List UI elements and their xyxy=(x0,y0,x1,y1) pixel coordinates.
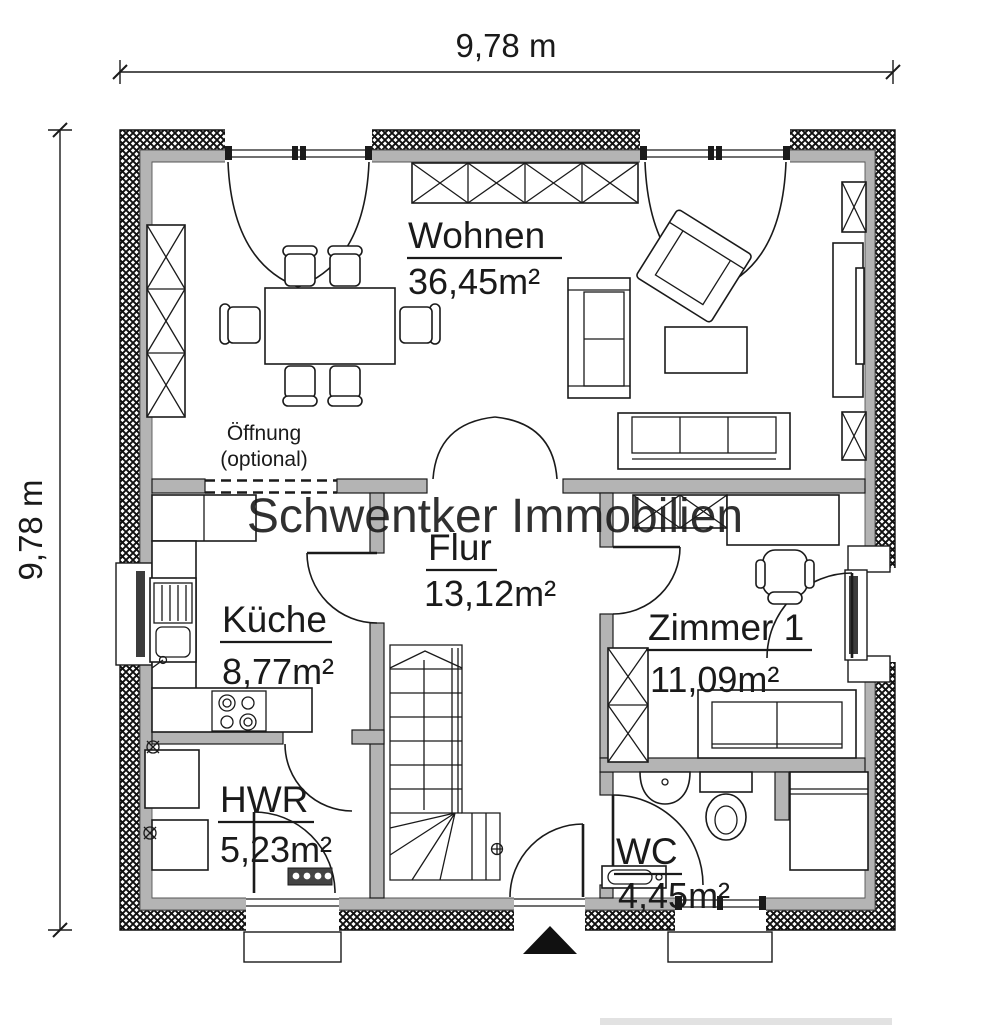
furniture-wohnen xyxy=(146,162,867,470)
room-label-kueche: Küche 8,77m² xyxy=(220,599,334,692)
sofa-two-seat xyxy=(567,277,631,399)
hwr-exterior-door-arc xyxy=(253,811,336,894)
shelf-tall xyxy=(146,224,186,418)
room-labels: Wohnen 36,45m² Flur 13,12m² Küche 8,77m²… xyxy=(218,215,812,916)
washer xyxy=(144,749,200,809)
tv-board xyxy=(832,242,865,398)
wc-window xyxy=(667,896,773,963)
furniture-zimmer1 xyxy=(607,494,857,763)
room-label-zimmer1: Zimmer 1 11,09m² xyxy=(646,607,812,700)
room-area-kueche: 8,77m² xyxy=(222,651,334,692)
room-name-hwr: HWR xyxy=(220,779,308,820)
watermark: Schwentker Immobilien xyxy=(247,490,743,543)
furniture-hwr xyxy=(143,740,333,886)
armchair xyxy=(636,209,752,323)
room-name-wc: WC xyxy=(616,831,678,872)
wardrobe-left xyxy=(607,647,649,763)
radiator xyxy=(601,865,667,889)
water-connection-1 xyxy=(146,740,160,754)
zimmer1-door-arc xyxy=(612,546,681,615)
dimension-top: 9,78 m xyxy=(112,27,901,84)
dimension-left: 9,78 m xyxy=(12,122,72,938)
room-name-flur: Flur xyxy=(428,527,492,568)
hall-floor-drain xyxy=(490,842,504,856)
optional-opening-dashed xyxy=(205,479,337,494)
zimmer1-window xyxy=(844,545,891,683)
terrace-door-left-leaf1 xyxy=(227,161,299,288)
wc-window-step xyxy=(667,931,773,963)
livingroom-double-door-leaf1 xyxy=(432,416,496,480)
speaker-box-top xyxy=(841,181,867,233)
terrace-door-left-frame xyxy=(225,146,372,160)
stair-winders xyxy=(389,812,487,881)
water-connection-2 xyxy=(143,826,157,840)
entrance-door-arc xyxy=(509,823,584,898)
sofa-three-seat xyxy=(617,412,791,470)
opening-note: Öffnung (optional) xyxy=(220,422,308,471)
kitchen-window xyxy=(115,562,153,666)
interior-walls xyxy=(151,478,866,899)
room-area-flur: 13,12m² xyxy=(424,573,556,614)
sideboard xyxy=(411,162,639,204)
room-area-wc: 4,45m² xyxy=(618,875,730,916)
entrance-threshold xyxy=(514,898,585,907)
hwr-door-step xyxy=(243,898,342,963)
room-name-wohnen: Wohnen xyxy=(408,215,545,256)
furniture-kueche xyxy=(149,494,313,733)
wc-door-arc xyxy=(612,794,704,886)
opening-note-line2: (optional) xyxy=(220,448,308,471)
opening-note-line1: Öffnung xyxy=(227,422,301,445)
kitchen-door-arc xyxy=(306,552,378,624)
toilet xyxy=(699,771,753,841)
room-name-zimmer1: Zimmer 1 xyxy=(648,607,804,648)
hwr-door-arc xyxy=(284,743,353,812)
wardrobe-top xyxy=(632,494,728,529)
dining-table xyxy=(264,287,396,365)
shower xyxy=(789,771,869,871)
stairs xyxy=(389,644,504,881)
desk xyxy=(726,494,840,546)
room-area-hwr: 5,23m² xyxy=(220,829,332,870)
doors xyxy=(227,161,854,898)
room-area-zimmer1: 11,09m² xyxy=(650,659,779,700)
furniture-wc xyxy=(601,771,869,889)
room-label-wohnen: Wohnen 36,45m² xyxy=(407,215,562,302)
livingroom-double-door-leaf2 xyxy=(494,416,558,480)
floor-grate xyxy=(287,867,333,886)
terrace-door-right-frame xyxy=(640,146,790,160)
wc-sink xyxy=(639,771,691,805)
coffee-table xyxy=(664,326,748,374)
kitchen-hob xyxy=(211,690,267,732)
dimension-left-label: 9,78 m xyxy=(12,480,49,581)
stair-up-arrow xyxy=(389,650,463,669)
room-name-kueche: Küche xyxy=(222,599,327,640)
windows xyxy=(115,146,891,963)
speaker-box-bottom xyxy=(841,411,867,461)
room-label-wc: WC 4,45m² xyxy=(614,831,730,916)
kitchen-sink xyxy=(149,577,197,669)
entrance-marker-triangle xyxy=(523,926,577,954)
dimension-top-label: 9,78 m xyxy=(456,27,557,64)
room-label-hwr: HWR 5,23m² xyxy=(218,779,332,870)
desk-chair xyxy=(755,549,815,605)
room-label-flur: Flur 13,12m² xyxy=(424,527,556,614)
dryer xyxy=(151,819,209,871)
scrollbar-fragment[interactable] xyxy=(600,1018,892,1025)
daybed-sofa xyxy=(697,689,857,759)
dining-chairs xyxy=(219,245,441,407)
room-area-wohnen: 36,45m² xyxy=(408,261,540,302)
